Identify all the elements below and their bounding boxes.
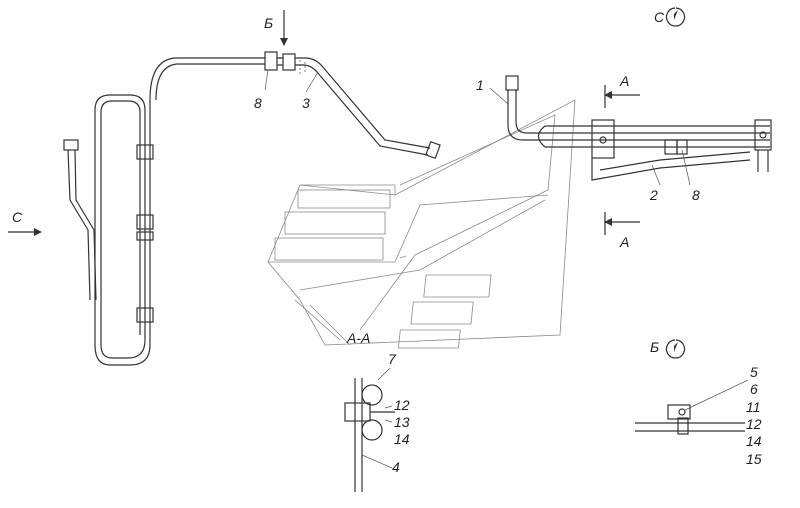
label-view-b-top: Б bbox=[264, 15, 273, 31]
label-callout-b-3: 12 bbox=[746, 416, 762, 432]
label-part-4: 4 bbox=[392, 459, 400, 475]
label-callout-b-4: 14 bbox=[746, 433, 762, 449]
label-section-a-top: А bbox=[619, 73, 629, 89]
pipe-3 bbox=[264, 51, 441, 160]
label-part-2: 2 bbox=[649, 187, 658, 203]
section-a-a bbox=[344, 367, 395, 492]
label-callout-b-1: 6 bbox=[750, 381, 758, 397]
label-section-a-bottom: А bbox=[619, 234, 629, 250]
view-b-detail bbox=[635, 379, 749, 435]
label-part-7: 7 bbox=[388, 351, 397, 367]
label-part-8-top: 8 bbox=[254, 95, 262, 111]
label-part-8-right: 8 bbox=[692, 187, 700, 203]
rotation-symbols bbox=[665, 7, 686, 359]
label-view-c-arrow: С bbox=[12, 209, 23, 225]
cab-silhouette bbox=[267, 99, 576, 349]
label-callout-b-2: 11 bbox=[746, 399, 761, 415]
view-arrows bbox=[8, 10, 691, 236]
label-callout-b-5: 15 bbox=[746, 451, 762, 467]
label-callout-b-0: 5 bbox=[750, 364, 758, 380]
label-part-3: 3 bbox=[302, 95, 310, 111]
label-view-c-title: С bbox=[654, 9, 665, 25]
label-part-14: 14 bbox=[394, 431, 410, 447]
label-part-12: 12 bbox=[394, 397, 410, 413]
left-pipe-assembly bbox=[63, 57, 265, 366]
right-pipe-assembly bbox=[505, 75, 772, 181]
label-part-13: 13 bbox=[394, 414, 410, 430]
label-section-title: А-А bbox=[346, 330, 370, 346]
label-view-b-title: Б bbox=[650, 339, 659, 355]
label-part-1: 1 bbox=[476, 77, 484, 93]
